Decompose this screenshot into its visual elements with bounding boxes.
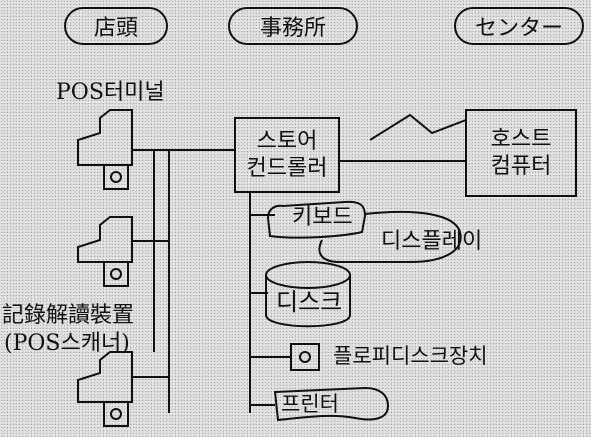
pos-terminal-icon (77, 109, 133, 190)
wireless-link (369, 113, 467, 141)
host-computer-label: 호스트 컴퓨터 (466, 110, 576, 196)
printer-label: 프린터 (281, 392, 339, 416)
host-computer-box (465, 109, 577, 197)
pos-terminal-icon (77, 351, 133, 427)
store-controller-label: 스토어 컨드롤러 (235, 118, 339, 192)
keyboard-label: 키보드 (292, 205, 353, 230)
store-controller-line-2: 컨드롤러 (246, 156, 328, 181)
printer-shape (273, 386, 390, 422)
header-center: センター (454, 7, 584, 45)
store-controller-box (234, 117, 340, 193)
header-office: 事務所 (228, 7, 358, 45)
store-controller-line-1: 스토어 (256, 128, 318, 154)
display-label: 디스플레이 (381, 229, 483, 254)
floppy-drive-label: 플로피디스크장치 (333, 344, 488, 368)
display-shape (318, 210, 462, 263)
pos-terminal-label: POS터미널 (56, 80, 165, 105)
floppy-icon (290, 343, 320, 371)
keyboard-shape (266, 200, 367, 239)
disk-icon (265, 261, 351, 328)
host-computer-line-1: 호스트 (490, 126, 552, 152)
scanner-label-line-1: 記錄解讀裝置 (2, 303, 135, 328)
pos-terminal-icon (77, 216, 133, 287)
host-computer-line-2: 컴퓨터 (490, 154, 552, 179)
scanner-label-line-2: (POS스캐너) (4, 331, 130, 356)
disk-label: 디스크 (276, 288, 343, 316)
header-store: 店頭 (64, 7, 168, 45)
